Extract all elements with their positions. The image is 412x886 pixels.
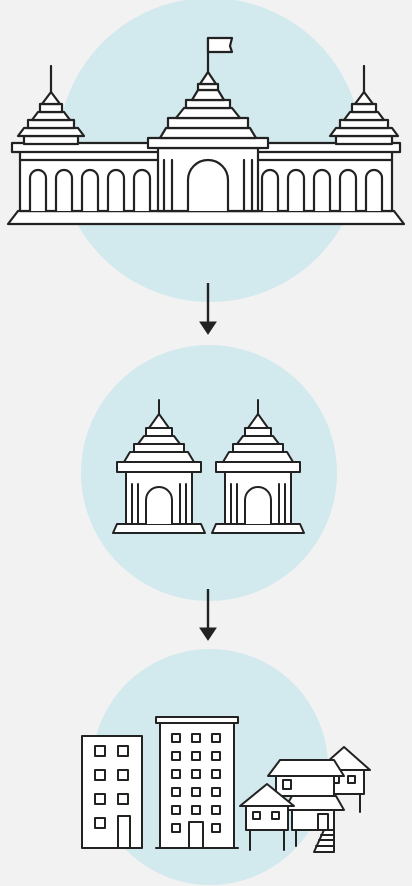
stage-2	[81, 345, 337, 601]
stage-2-circle	[81, 345, 337, 601]
stage-3	[81, 649, 371, 885]
apartment-building-small	[81, 735, 143, 849]
stage-1	[6, 0, 406, 302]
apartment-building-tall	[155, 716, 239, 849]
palace-icon	[6, 36, 406, 226]
arrow-down-icon	[199, 589, 217, 641]
city-buildings-icon	[81, 716, 371, 853]
twin-pagoda-gates-icon	[112, 399, 305, 534]
stilt-houses	[239, 746, 371, 853]
pagoda-gate-right	[211, 399, 305, 534]
pagoda-gate-left	[112, 399, 206, 534]
arrow-down-icon	[199, 283, 217, 335]
